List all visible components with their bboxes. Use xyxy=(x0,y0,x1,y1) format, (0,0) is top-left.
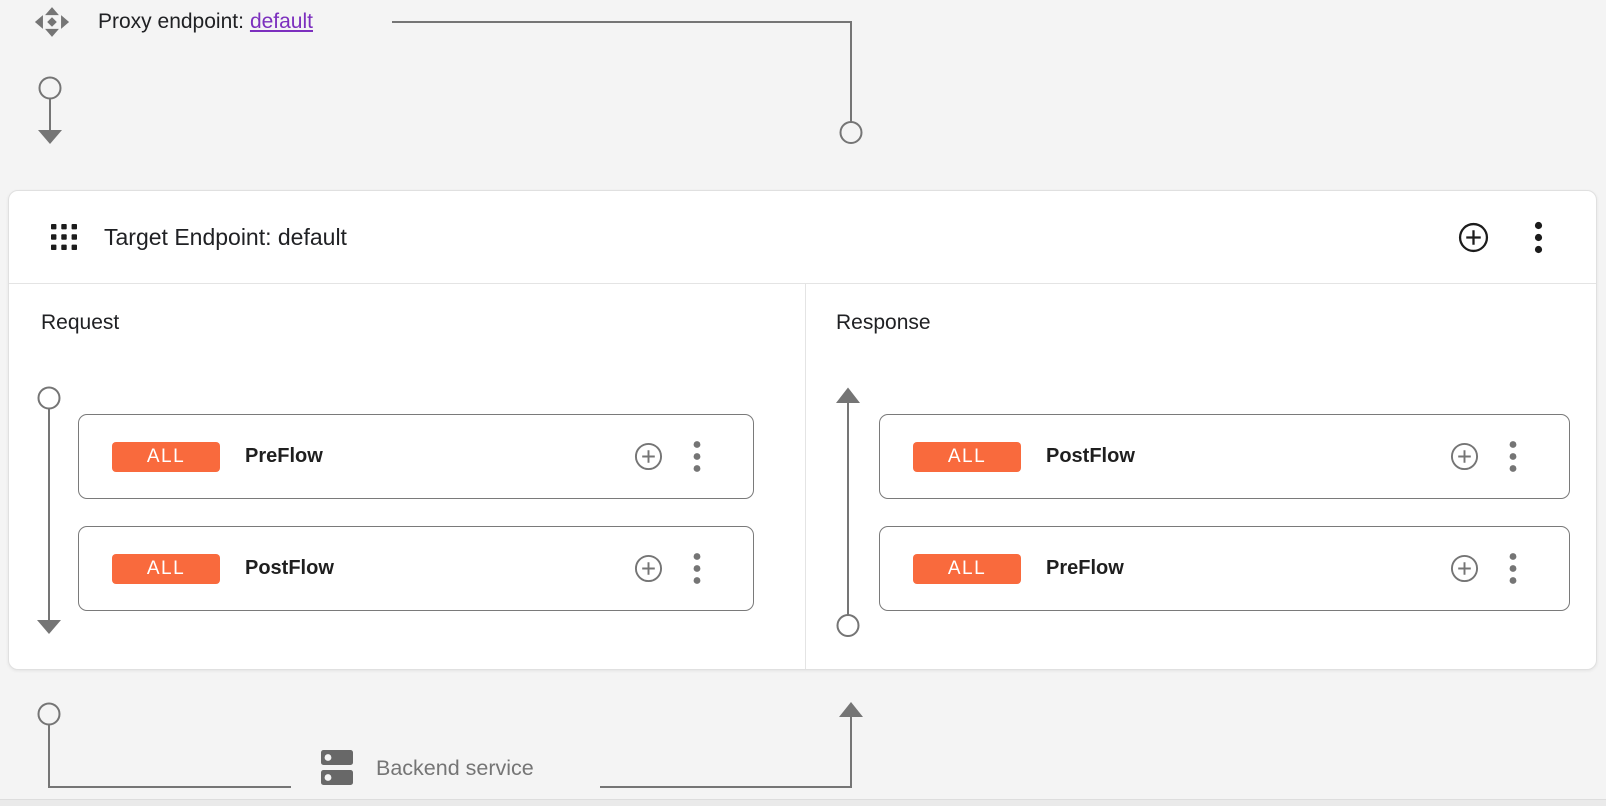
request-panel-label: Request xyxy=(41,311,120,334)
request-response-divider xyxy=(805,284,806,669)
proxy-endpoint-label: Proxy endpoint:default xyxy=(98,10,313,34)
move-arrows-icon xyxy=(34,7,70,37)
flow-menu-button[interactable] xyxy=(693,552,701,585)
add-endpoint-item-button[interactable] xyxy=(1458,222,1489,253)
add-policy-button[interactable] xyxy=(634,442,663,471)
bottom-edge-strip xyxy=(0,799,1606,806)
flow-card-request-preflow[interactable]: ALL PreFlow xyxy=(78,414,754,499)
arrow-up-icon xyxy=(839,702,863,717)
condition-badge: ALL xyxy=(112,553,220,584)
flow-actions xyxy=(1450,440,1517,473)
add-circle-icon xyxy=(634,554,663,583)
target-endpoint-card: Target Endpoint: default Request Respons… xyxy=(8,190,1597,670)
incoming-request-rail xyxy=(38,76,62,144)
add-policy-button[interactable] xyxy=(1450,442,1479,471)
add-policy-button[interactable] xyxy=(1450,554,1479,583)
condition-badge: ALL xyxy=(913,441,1021,472)
flow-menu-button[interactable] xyxy=(1509,440,1517,473)
proxy-to-target-connector xyxy=(392,21,863,144)
flow-actions xyxy=(634,440,701,473)
proxy-endpoint-label-text: Proxy endpoint: xyxy=(98,10,244,33)
flow-card-request-postflow[interactable]: ALL PostFlow xyxy=(78,526,754,611)
proxy-endpoint-default-link[interactable]: default xyxy=(249,10,313,33)
target-endpoint-actions xyxy=(1458,221,1543,254)
add-circle-icon xyxy=(1450,554,1479,583)
arrow-down-icon xyxy=(38,130,62,144)
proxy-endpoint-header: Proxy endpoint:default xyxy=(32,6,313,38)
add-circle-icon xyxy=(1458,222,1489,252)
response-panel-label: Response xyxy=(836,311,931,334)
backend-to-response-connector xyxy=(600,702,863,788)
flow-name: PreFlow xyxy=(1046,557,1124,579)
kebab-menu-icon xyxy=(693,553,701,584)
kebab-menu-icon xyxy=(693,441,701,472)
condition-badge: ALL xyxy=(913,553,1021,584)
flow-menu-button[interactable] xyxy=(1509,552,1517,585)
flow-menu-button[interactable] xyxy=(693,440,701,473)
flow-card-response-postflow[interactable]: ALL PostFlow xyxy=(879,414,1570,499)
backend-service-label: Backend service xyxy=(376,755,534,780)
target-to-backend-connector xyxy=(37,702,291,788)
target-endpoint-menu-button[interactable] xyxy=(1534,221,1543,254)
kebab-menu-icon xyxy=(1509,441,1517,472)
target-endpoint-header: Target Endpoint: default xyxy=(9,191,1596,284)
flow-actions xyxy=(634,552,701,585)
grid-icon xyxy=(51,224,77,250)
flow-name: PostFlow xyxy=(1046,445,1135,467)
kebab-menu-icon xyxy=(1509,553,1517,584)
flow-card-response-preflow[interactable]: ALL PreFlow xyxy=(879,526,1570,611)
add-circle-icon xyxy=(1450,442,1479,471)
flow-name: PostFlow xyxy=(245,557,334,579)
backend-service: Backend service xyxy=(320,750,534,786)
kebab-menu-icon xyxy=(1534,221,1543,253)
server-dns-icon xyxy=(321,750,353,785)
condition-badge: ALL xyxy=(112,441,220,472)
target-endpoint-title: Target Endpoint: default xyxy=(104,223,347,250)
flow-actions xyxy=(1450,552,1517,585)
add-circle-icon xyxy=(634,442,663,471)
flow-name: PreFlow xyxy=(245,445,323,467)
add-policy-button[interactable] xyxy=(634,554,663,583)
